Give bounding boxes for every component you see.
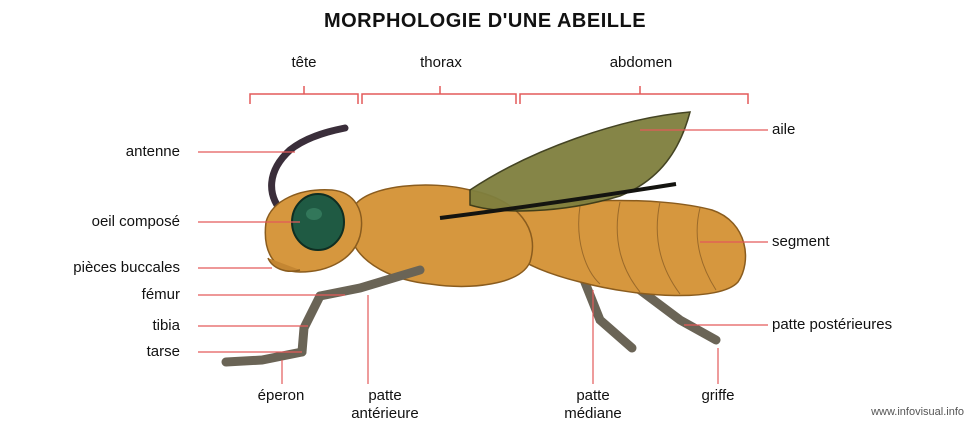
label-patte-mediane-line2: médiane xyxy=(546,405,640,423)
label-patte-anterieure-line1: patte xyxy=(330,387,440,405)
front-tibia xyxy=(302,296,320,352)
front-femur xyxy=(320,270,420,296)
abdomen-bracket xyxy=(520,86,748,104)
label-patte-mediane-line1: patte xyxy=(546,387,640,405)
label-antenne: antenne xyxy=(126,143,180,161)
label-patte-anterieure: patte antérieure xyxy=(330,387,440,423)
label-oeil-compose: oeil composé xyxy=(92,213,180,231)
label-tarse: tarse xyxy=(147,343,180,361)
label-patte-mediane: patte médiane xyxy=(546,387,640,423)
region-brackets xyxy=(250,86,748,104)
wing-shape xyxy=(470,112,690,211)
head-bracket xyxy=(250,86,358,104)
label-patte-posterieures: patte postérieures xyxy=(772,316,892,334)
label-griffe: griffe xyxy=(676,387,760,405)
label-segment: segment xyxy=(772,233,830,251)
label-eperon: éperon xyxy=(236,387,326,405)
region-head-label: tête xyxy=(274,54,334,71)
label-pieces-buccales: pièces buccales xyxy=(73,259,180,277)
label-tibia: tibia xyxy=(152,317,180,335)
region-abdomen-label: abdomen xyxy=(596,54,686,71)
label-aile: aile xyxy=(772,121,795,139)
label-patte-anterieure-line2: antérieure xyxy=(330,405,440,423)
front-tarsus xyxy=(226,352,302,362)
thorax-bracket xyxy=(362,86,516,104)
region-thorax-label: thorax xyxy=(406,54,476,71)
label-femur: fémur xyxy=(142,286,180,304)
abdomen-shape xyxy=(500,200,745,295)
watermark: www.infovisual.info xyxy=(871,406,964,418)
front-leg xyxy=(226,270,420,362)
